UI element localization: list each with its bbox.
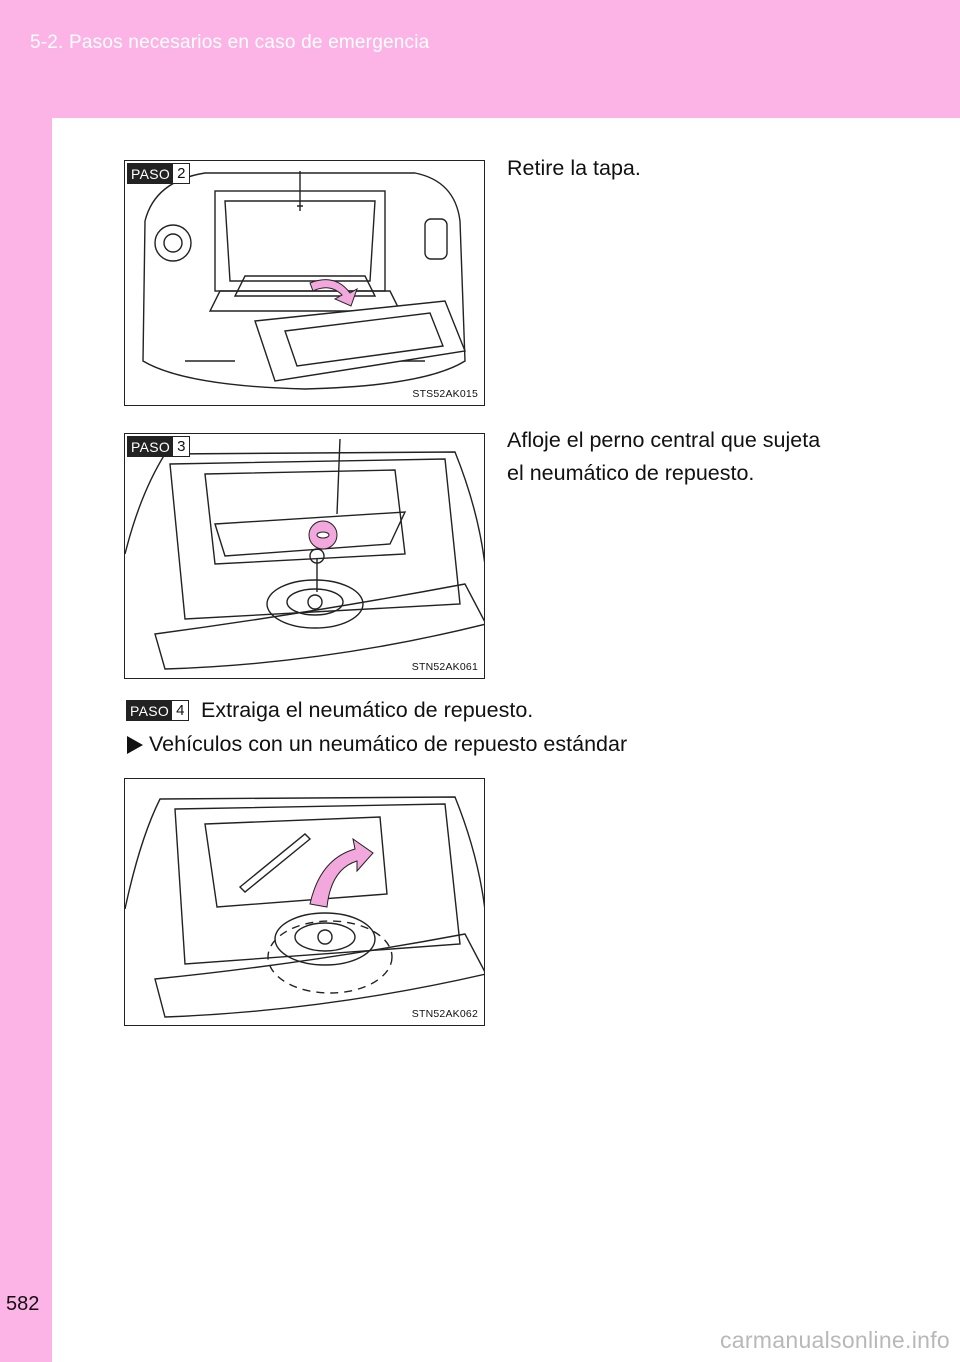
page-number: 582 xyxy=(6,1293,40,1315)
step-badge: PASO 3 xyxy=(127,436,191,457)
condition-bullet: Vehículos con un neumático de repuesto e… xyxy=(127,732,627,757)
trunk-bolt-illustration xyxy=(125,438,484,670)
step-number: 4 xyxy=(172,701,189,720)
watermark: carmanualsonline.info xyxy=(719,1327,950,1353)
step-number: 3 xyxy=(173,437,190,456)
figure-code: STS52AK015 xyxy=(412,388,478,400)
pink-arrow-icon xyxy=(309,837,374,908)
step-instruction-line-1: Afloje el perno central que sujeta xyxy=(507,428,821,452)
step-instruction-line-2: el neumático de repuesto. xyxy=(507,461,755,485)
step-instruction: Retire la tapa. xyxy=(507,156,641,180)
step-instruction: Extraiga el neumático de repuesto. xyxy=(201,698,534,722)
section-title: 5-2. Pasos necesarios en caso de emergen… xyxy=(30,32,430,53)
step-badge: PASO 4 xyxy=(126,700,190,721)
step-word: PASO xyxy=(128,164,174,183)
figure-loosen-bolt: PASO 3 STN52AK061 xyxy=(124,433,485,679)
condition-text: Vehículos con un neumático de repuesto e… xyxy=(149,732,628,756)
step-word: PASO xyxy=(128,437,174,456)
spare-tire-illustration xyxy=(125,796,484,1018)
triangle-right-icon xyxy=(127,735,143,754)
figure-code: STN52AK062 xyxy=(411,1008,478,1020)
figure-remove-cover: PASO 2 STS52AK015 xyxy=(124,160,485,406)
step-word: PASO xyxy=(127,701,173,720)
figure-remove-spare-tire: STN52AK062 xyxy=(124,778,485,1026)
pink-arrow-icon xyxy=(309,279,358,307)
step-number: 2 xyxy=(173,164,190,183)
section-header: 5-2. Pasos necesarios en caso de emergen… xyxy=(0,0,960,118)
figure-code: STN52AK061 xyxy=(411,661,478,673)
step-badge: PASO 2 xyxy=(127,163,191,184)
side-tab-bar xyxy=(0,118,52,1362)
car-rear-illustration xyxy=(142,171,466,390)
